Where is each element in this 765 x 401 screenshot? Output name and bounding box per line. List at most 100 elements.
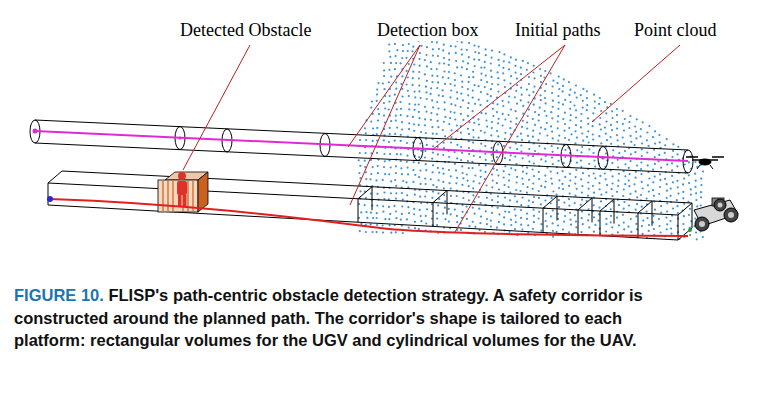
cloud-point [598, 103, 600, 105]
cloud-point [456, 221, 458, 223]
uav-path [35, 131, 688, 161]
cloud-point [558, 88, 560, 90]
cloud-point [634, 144, 636, 146]
cloud-point [700, 204, 702, 206]
cloud-point [424, 195, 426, 197]
cloud-point [437, 192, 439, 194]
cloud-point [581, 217, 583, 219]
cloud-point [474, 65, 476, 67]
cloud-point [456, 144, 458, 146]
cloud-point [556, 82, 558, 84]
cloud-point [556, 172, 558, 174]
cloud-point [552, 222, 554, 224]
cloud-point [689, 234, 691, 236]
cloud-point [414, 221, 416, 223]
cloud-point [372, 127, 374, 129]
cloud-point [444, 116, 446, 118]
cloud-point [384, 173, 386, 175]
cloud-point [504, 118, 506, 120]
cloud-point [508, 61, 510, 63]
cloud-point [485, 54, 487, 56]
cloud-point [586, 136, 588, 138]
cloud-point [490, 70, 492, 72]
cloud-point [450, 187, 452, 189]
cloud-point [617, 231, 619, 233]
cloud-point [660, 167, 662, 169]
cloud-point [414, 104, 416, 106]
cloud-point [617, 159, 619, 161]
cloud-point [640, 173, 642, 175]
cloud-point [563, 162, 565, 164]
cloud-point [515, 189, 517, 191]
cloud-point [588, 188, 590, 190]
cloud-point [582, 107, 584, 109]
cloud-point [468, 225, 470, 227]
cloud-point [405, 57, 407, 59]
cloud-point [666, 163, 668, 165]
cloud-point [405, 181, 407, 183]
cloud-point [605, 230, 607, 232]
cloud-point [636, 164, 638, 166]
cloud-point [598, 207, 600, 209]
cloud-point [468, 199, 470, 201]
cloud-point [436, 101, 438, 103]
cloud-point [582, 172, 584, 174]
cloud-point [474, 226, 476, 228]
cloud-point [467, 81, 469, 83]
cloud-point [628, 127, 630, 129]
cloud-point [431, 75, 433, 77]
cloud-point [454, 118, 456, 120]
cloud-point [468, 56, 470, 58]
cloud-point [419, 65, 421, 67]
cloud-point [382, 224, 384, 226]
cloud-point [526, 173, 528, 175]
cloud-point [364, 127, 366, 129]
cloud-point [376, 217, 378, 219]
cloud-point [486, 197, 488, 199]
cloud-point [611, 175, 613, 177]
cloud-point [462, 211, 464, 213]
cloud-point [635, 223, 637, 225]
cloud-point [552, 163, 554, 165]
cloud-point [658, 154, 660, 156]
cloud-point [460, 74, 462, 76]
cloud-point [544, 199, 546, 201]
cloud-point [682, 223, 684, 225]
cloud-point [593, 152, 595, 154]
cloud-point [491, 121, 493, 123]
cloud-point [558, 76, 560, 78]
cloud-point [569, 173, 571, 175]
cloud-point [546, 134, 548, 136]
cloud-point [384, 107, 386, 109]
cloud-point [472, 136, 474, 138]
cloud-point [528, 76, 530, 78]
cloud-point [369, 178, 371, 180]
cloud-point [414, 194, 416, 196]
cloud-point [461, 54, 463, 56]
cloud-point [456, 215, 458, 217]
cloud-point [623, 208, 625, 210]
cloud-point [432, 164, 434, 166]
cloud-point [683, 178, 685, 180]
cloud-point [468, 42, 470, 44]
cloud-point [611, 195, 613, 197]
cloud-point [436, 68, 438, 70]
cloud-point [593, 94, 595, 96]
frame [600, 199, 614, 236]
cloud-point [395, 88, 397, 90]
cloud-point [623, 129, 625, 131]
cloud-point [694, 173, 696, 175]
cloud-point [359, 230, 361, 232]
cloud-point [383, 75, 385, 77]
cloud-point [401, 213, 403, 215]
cloud-point [688, 161, 690, 163]
cloud-point [550, 111, 552, 113]
cloud-point [491, 50, 493, 52]
cloud-point [432, 133, 434, 135]
cloud-point [593, 216, 595, 218]
cloud-point [528, 148, 530, 150]
cloud-point [395, 210, 397, 212]
cloud-point [460, 159, 462, 161]
cloud-point [390, 166, 392, 168]
cloud-point [485, 75, 487, 77]
